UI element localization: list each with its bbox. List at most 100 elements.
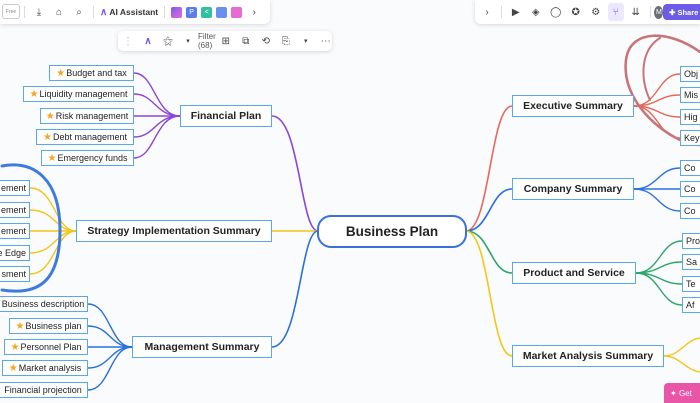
main-toolbar: Free ⤓ ⌂ ⌕ ∧ AI Assistant P < › bbox=[0, 0, 270, 24]
chevron-down-icon[interactable]: ▾ bbox=[186, 38, 190, 45]
subtopic-product-2[interactable]: Sa bbox=[682, 254, 700, 270]
subtopic-financial-projection[interactable]: Financial projection bbox=[0, 382, 88, 398]
doc-app-icon[interactable] bbox=[216, 6, 228, 18]
star-icon: ★ bbox=[10, 341, 20, 353]
subtopic-budget-and-tax[interactable]: ★Budget and tax bbox=[49, 65, 134, 81]
subtopic-company-2[interactable]: Co bbox=[680, 181, 700, 197]
badge-icon[interactable]: ✪ bbox=[571, 6, 580, 18]
financial-plan-links bbox=[133, 72, 181, 159]
company-links bbox=[633, 167, 681, 212]
star-icon: ★ bbox=[42, 131, 52, 143]
tag-icon[interactable]: ⌂ bbox=[55, 6, 63, 18]
star-icon: ★ bbox=[15, 320, 25, 332]
gradient-app-icon[interactable] bbox=[171, 6, 183, 18]
topic-product-and-service[interactable]: Product and Service bbox=[512, 262, 636, 284]
subtopic-product-4[interactable]: Af bbox=[682, 297, 700, 313]
branch-line bbox=[465, 188, 513, 232]
divider bbox=[24, 6, 25, 18]
play-icon[interactable]: ▶ bbox=[511, 6, 520, 18]
floating-toolbar: ⋮ ∧ ⚝ ▾ Filter (68) ⊞ ⧉ ⟲ ⎘ ▾ ⋯ bbox=[118, 31, 332, 51]
subtopic-business-plan[interactable]: ★Business plan bbox=[9, 318, 88, 334]
topic-executive-summary[interactable]: Executive Summary bbox=[512, 95, 634, 117]
subtopic-debt-management[interactable]: ★Debt management bbox=[36, 129, 134, 145]
filter-button[interactable]: Filter (68) bbox=[198, 32, 216, 50]
magic-wand-icon[interactable]: ⚝ bbox=[163, 35, 173, 47]
topic-company-summary[interactable]: Company Summary bbox=[512, 178, 634, 200]
subtopic-label: Risk management bbox=[55, 111, 129, 121]
subtopic-strategy-2[interactable]: ement bbox=[0, 202, 30, 218]
download-icon[interactable]: ⤓ bbox=[36, 6, 42, 18]
subtopic-product-1[interactable]: Pro bbox=[682, 233, 700, 249]
chevron-right-icon[interactable]: › bbox=[252, 6, 256, 18]
topic-strategy-implementation-summary[interactable]: Strategy Implementation Summary bbox=[76, 220, 272, 242]
share-label: Share bbox=[677, 7, 699, 17]
star-icon: ★ bbox=[8, 362, 18, 374]
theme-icon[interactable]: ◈ bbox=[531, 6, 540, 18]
market-links bbox=[663, 337, 700, 373]
topic-market-analysis-summary[interactable]: Market Analysis Summary bbox=[512, 345, 664, 367]
layout-icon[interactable]: ⑂ bbox=[607, 3, 624, 21]
management-links bbox=[87, 303, 133, 391]
more-icon[interactable]: ⋯ bbox=[320, 35, 331, 47]
branch-line bbox=[465, 230, 513, 274]
subtopic-label: Budget and tax bbox=[66, 68, 127, 78]
avatar[interactable]: M bbox=[654, 5, 664, 19]
topic-management-summary[interactable]: Management Summary bbox=[132, 336, 272, 358]
subtopic-strategy-1[interactable]: ement bbox=[0, 180, 30, 196]
branch-line bbox=[465, 230, 513, 357]
share-app-icon[interactable]: < bbox=[201, 6, 213, 18]
search-icon[interactable]: ⌕ bbox=[76, 6, 82, 18]
chevron-right-icon[interactable]: › bbox=[485, 6, 489, 18]
rebalance-icon[interactable]: ⟲ bbox=[261, 35, 270, 47]
subtopic-company-3[interactable]: Co bbox=[680, 203, 700, 219]
drag-handle-icon[interactable]: ⋮ bbox=[123, 35, 133, 47]
structure-icon[interactable]: ⧉ bbox=[242, 35, 250, 47]
subtopic-exec-4[interactable]: Key bbox=[680, 130, 700, 146]
subtopic-product-3[interactable]: Te bbox=[682, 276, 700, 292]
subtopic-strategy-5[interactable]: sment bbox=[0, 266, 30, 282]
user-plus-icon: ✚ bbox=[669, 7, 676, 17]
share-button[interactable]: ✚ Share bbox=[663, 3, 700, 21]
strategy-links bbox=[29, 187, 77, 275]
plan-tag: Free bbox=[2, 4, 20, 19]
divider bbox=[501, 6, 502, 18]
subtopic-emergency-funds[interactable]: ★Emergency funds bbox=[41, 150, 134, 166]
executive-links bbox=[633, 73, 681, 139]
ai-logo-icon: ∧ bbox=[100, 6, 108, 18]
frame-icon[interactable]: ⎘ bbox=[281, 35, 290, 47]
subtopic-strategy-4[interactable]: e Edge bbox=[0, 245, 30, 261]
right-toolbar: › ▶ ◈ ◯ ✪ ⚙ ⑂ ⇊ M ✚ Share bbox=[475, 0, 700, 24]
grid-icon[interactable]: ⊞ bbox=[221, 35, 230, 47]
subtopic-personnel-plan[interactable]: ★Personnel Plan bbox=[4, 339, 88, 355]
subtopic-liquidity-management[interactable]: ★Liquidity management bbox=[23, 86, 134, 102]
chevron-down-icon[interactable]: ▾ bbox=[304, 38, 308, 45]
subtopic-strategy-3[interactable]: ement bbox=[0, 223, 30, 239]
divider bbox=[164, 6, 166, 18]
sparkle-icon: ✦ bbox=[670, 388, 677, 398]
subtopic-exec-3[interactable]: Hig bbox=[680, 109, 700, 125]
subtopic-label: Debt management bbox=[52, 132, 127, 142]
slides-app-icon[interactable] bbox=[231, 6, 243, 18]
pdf-app-icon[interactable]: P bbox=[186, 6, 198, 18]
annotation-circle-left bbox=[0, 163, 62, 293]
comment-icon[interactable]: ◯ bbox=[550, 6, 562, 18]
subtopic-market-analysis[interactable]: ★Market analysis bbox=[2, 360, 88, 376]
get-button-label: Get bbox=[678, 388, 692, 398]
gear-icon[interactable]: ⚙ bbox=[591, 6, 601, 18]
get-button[interactable]: ✦ Get bbox=[664, 383, 700, 403]
subtopic-business-description[interactable]: Business description bbox=[0, 296, 88, 312]
subtopic-exec-2[interactable]: Mis bbox=[680, 87, 700, 103]
ai-logo-icon[interactable]: ∧ bbox=[144, 35, 152, 47]
central-topic[interactable]: Business Plan bbox=[317, 215, 467, 248]
subtopic-label: Personnel Plan bbox=[20, 342, 82, 352]
subtopic-company-1[interactable]: Co bbox=[680, 160, 700, 176]
subtopic-exec-1[interactable]: Obj bbox=[680, 66, 700, 82]
topic-financial-plan[interactable]: Financial Plan bbox=[180, 105, 272, 127]
collapse-icon[interactable]: ⇊ bbox=[631, 6, 640, 18]
share-button-label: ✚ Share bbox=[663, 4, 700, 20]
ai-assistant-button[interactable]: ∧ AI Assistant bbox=[100, 3, 158, 21]
star-icon: ★ bbox=[56, 67, 66, 79]
product-links bbox=[635, 240, 683, 306]
subtopic-risk-management[interactable]: ★Risk management bbox=[40, 108, 134, 124]
